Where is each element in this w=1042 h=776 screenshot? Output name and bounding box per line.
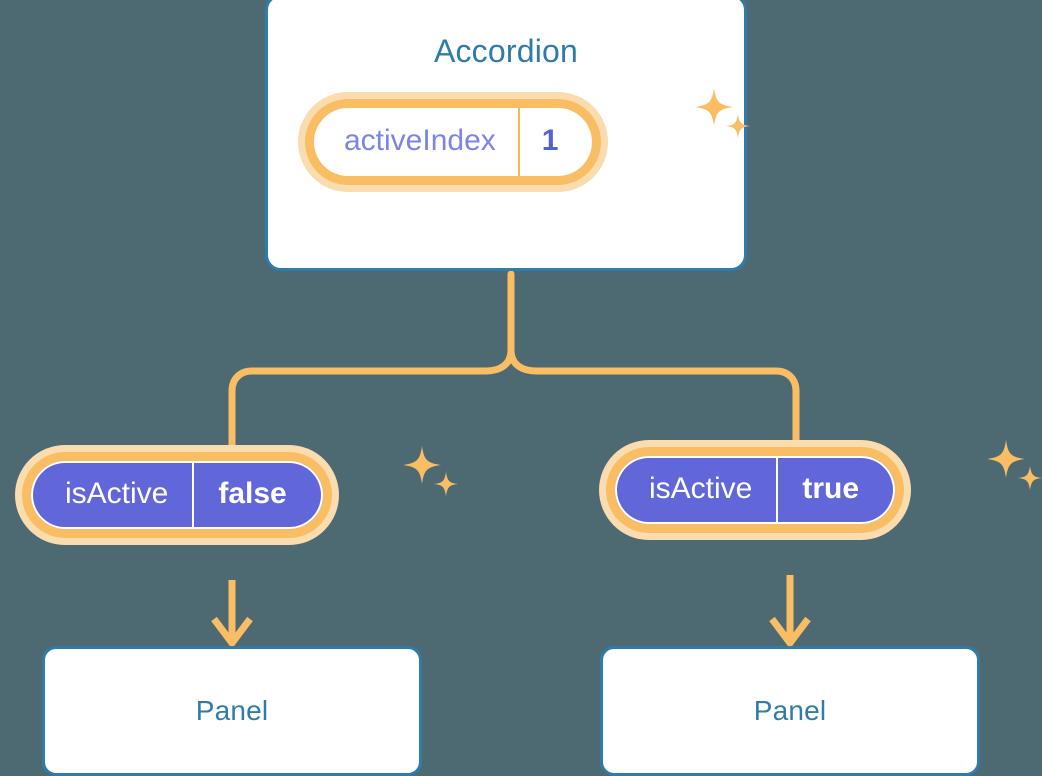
state-value-label: false bbox=[192, 461, 322, 529]
connector-branch-right bbox=[507, 346, 800, 451]
state-pill-body: isActive true bbox=[606, 447, 905, 533]
state-pill-body: isActive false bbox=[22, 452, 332, 538]
state-pill-inner: isActive false bbox=[31, 461, 323, 529]
sparkle-icon bbox=[987, 440, 1042, 490]
state-pill-inner: isActive true bbox=[615, 456, 896, 524]
state-pill-activeindex[interactable]: activeIndex 1 bbox=[305, 99, 602, 185]
panel-title: Panel bbox=[195, 695, 269, 726]
component-card-panel-left[interactable]: Panel bbox=[42, 646, 422, 776]
arrow-down-icon-right bbox=[769, 616, 811, 649]
page-title: Accordion bbox=[433, 33, 579, 69]
state-pill-isactive-true[interactable]: isActive true bbox=[606, 447, 905, 533]
state-pill-body: activeIndex 1 bbox=[305, 99, 602, 185]
state-key-label: isActive bbox=[65, 477, 169, 510]
state-key-label: activeIndex bbox=[344, 124, 496, 157]
component-card-panel-right[interactable]: Panel bbox=[600, 646, 980, 776]
sparkle-icon bbox=[403, 446, 458, 496]
sparkle-icon-group-right bbox=[980, 434, 1042, 509]
state-pill-isactive-false[interactable]: isActive false bbox=[22, 452, 332, 538]
panel-title: Panel bbox=[753, 695, 827, 726]
state-value-label: 1 bbox=[517, 108, 593, 176]
state-key-label: isActive bbox=[649, 472, 753, 505]
state-pill-inner: activeIndex 1 bbox=[314, 108, 593, 176]
state-value-label: true bbox=[776, 456, 895, 524]
sparkle-icon-group-left bbox=[396, 440, 466, 515]
arrow-down-icon-left bbox=[211, 616, 253, 649]
connector-branch-left bbox=[228, 346, 515, 456]
